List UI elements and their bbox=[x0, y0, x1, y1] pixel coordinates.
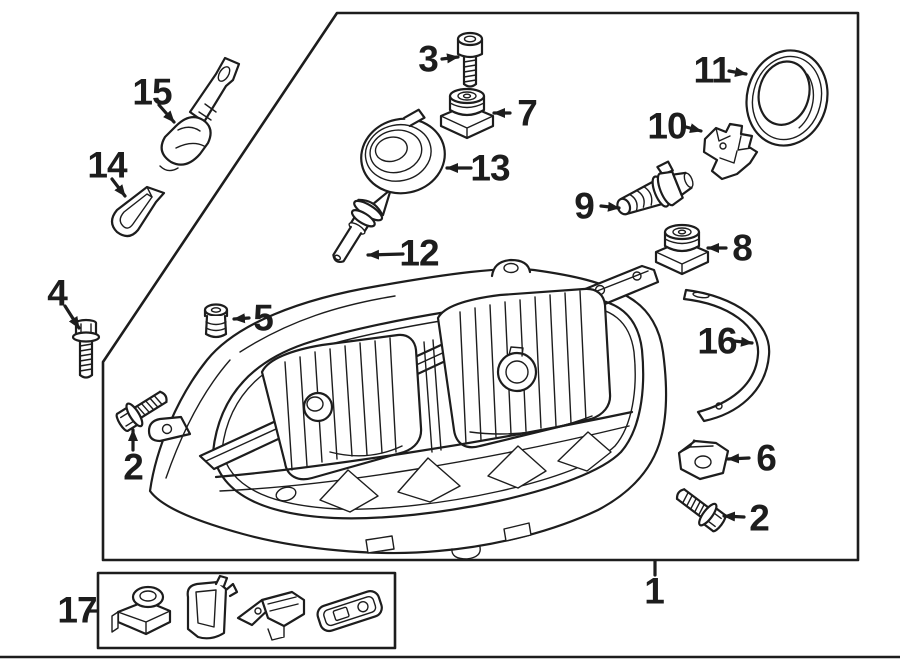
part-14-shield[interactable] bbox=[110, 185, 166, 238]
part-2-bolt-left[interactable] bbox=[113, 385, 172, 435]
indicator-strip bbox=[214, 410, 634, 513]
callout-arrow-2-right bbox=[722, 511, 746, 522]
callout-label-6[interactable]: 6 bbox=[756, 437, 777, 479]
side-tab bbox=[147, 415, 192, 443]
callout-label-14[interactable]: 14 bbox=[87, 144, 127, 186]
callout-arrow-14 bbox=[110, 177, 127, 198]
callout-label-2-left[interactable]: 2 bbox=[123, 446, 144, 488]
callout-label-8[interactable]: 8 bbox=[732, 227, 753, 269]
part-8-adjuster[interactable] bbox=[654, 223, 710, 276]
callout-label-3[interactable]: 3 bbox=[418, 38, 439, 80]
part-16-strip[interactable] bbox=[682, 288, 771, 423]
part-6-clip[interactable] bbox=[677, 439, 730, 481]
part-17-clip-kit[interactable] bbox=[111, 574, 384, 641]
kit-clip-square bbox=[186, 574, 239, 640]
part-7-adjuster[interactable] bbox=[439, 87, 495, 140]
callout-label-4[interactable]: 4 bbox=[47, 272, 68, 314]
callout-label-1[interactable]: 1 bbox=[644, 570, 665, 612]
callout-label-15[interactable]: 15 bbox=[132, 71, 172, 113]
callout-label-7[interactable]: 7 bbox=[517, 92, 538, 134]
callout-label-10[interactable]: 10 bbox=[647, 105, 687, 147]
low-beam-reflector bbox=[260, 333, 423, 481]
kit-clip-grommet bbox=[111, 585, 172, 636]
high-beam-reflector bbox=[436, 287, 612, 449]
callout-arrow-16 bbox=[732, 336, 754, 347]
callout-label-13[interactable]: 13 bbox=[470, 147, 510, 189]
callout-arrow-3 bbox=[440, 53, 460, 64]
callout-label-12[interactable]: 12 bbox=[399, 232, 439, 274]
callout-label-2-right[interactable]: 2 bbox=[749, 497, 770, 539]
callout-arrow-4 bbox=[63, 304, 81, 330]
part-11-ring[interactable] bbox=[737, 42, 838, 155]
kit-clip-winged bbox=[236, 590, 306, 641]
kit-clip-plate bbox=[316, 590, 383, 633]
part-13-cover[interactable] bbox=[353, 106, 452, 201]
part-3-bolt[interactable] bbox=[456, 31, 484, 88]
callout-label-16[interactable]: 16 bbox=[697, 320, 737, 362]
part-9-bulb[interactable] bbox=[609, 156, 698, 225]
callout-arrow-15 bbox=[157, 103, 176, 124]
part-5-cap[interactable] bbox=[203, 303, 229, 339]
diagram-border bbox=[101, 11, 860, 562]
callout-arrow-9 bbox=[599, 201, 621, 212]
part-15-sensor[interactable] bbox=[159, 56, 241, 172]
part-10-socket[interactable] bbox=[702, 122, 759, 181]
callout-label-5[interactable]: 5 bbox=[253, 297, 274, 339]
part-4-bolt[interactable] bbox=[71, 318, 101, 379]
callout-arrow-6 bbox=[726, 453, 751, 464]
callout-arrow-5 bbox=[232, 313, 251, 324]
top-tab bbox=[490, 258, 532, 278]
callout-arrow-12 bbox=[366, 249, 405, 260]
callout-label-9[interactable]: 9 bbox=[574, 185, 595, 227]
callout-label-17[interactable]: 17 bbox=[57, 589, 97, 631]
part-2-bolt-right[interactable] bbox=[671, 482, 729, 535]
callout-arrow-10 bbox=[684, 123, 703, 133]
callout-arrow-11 bbox=[727, 67, 748, 78]
callout-label-11[interactable]: 11 bbox=[693, 49, 731, 91]
part-1-headlamp-assembly[interactable] bbox=[147, 258, 668, 560]
callout-arrows bbox=[63, 53, 754, 613]
